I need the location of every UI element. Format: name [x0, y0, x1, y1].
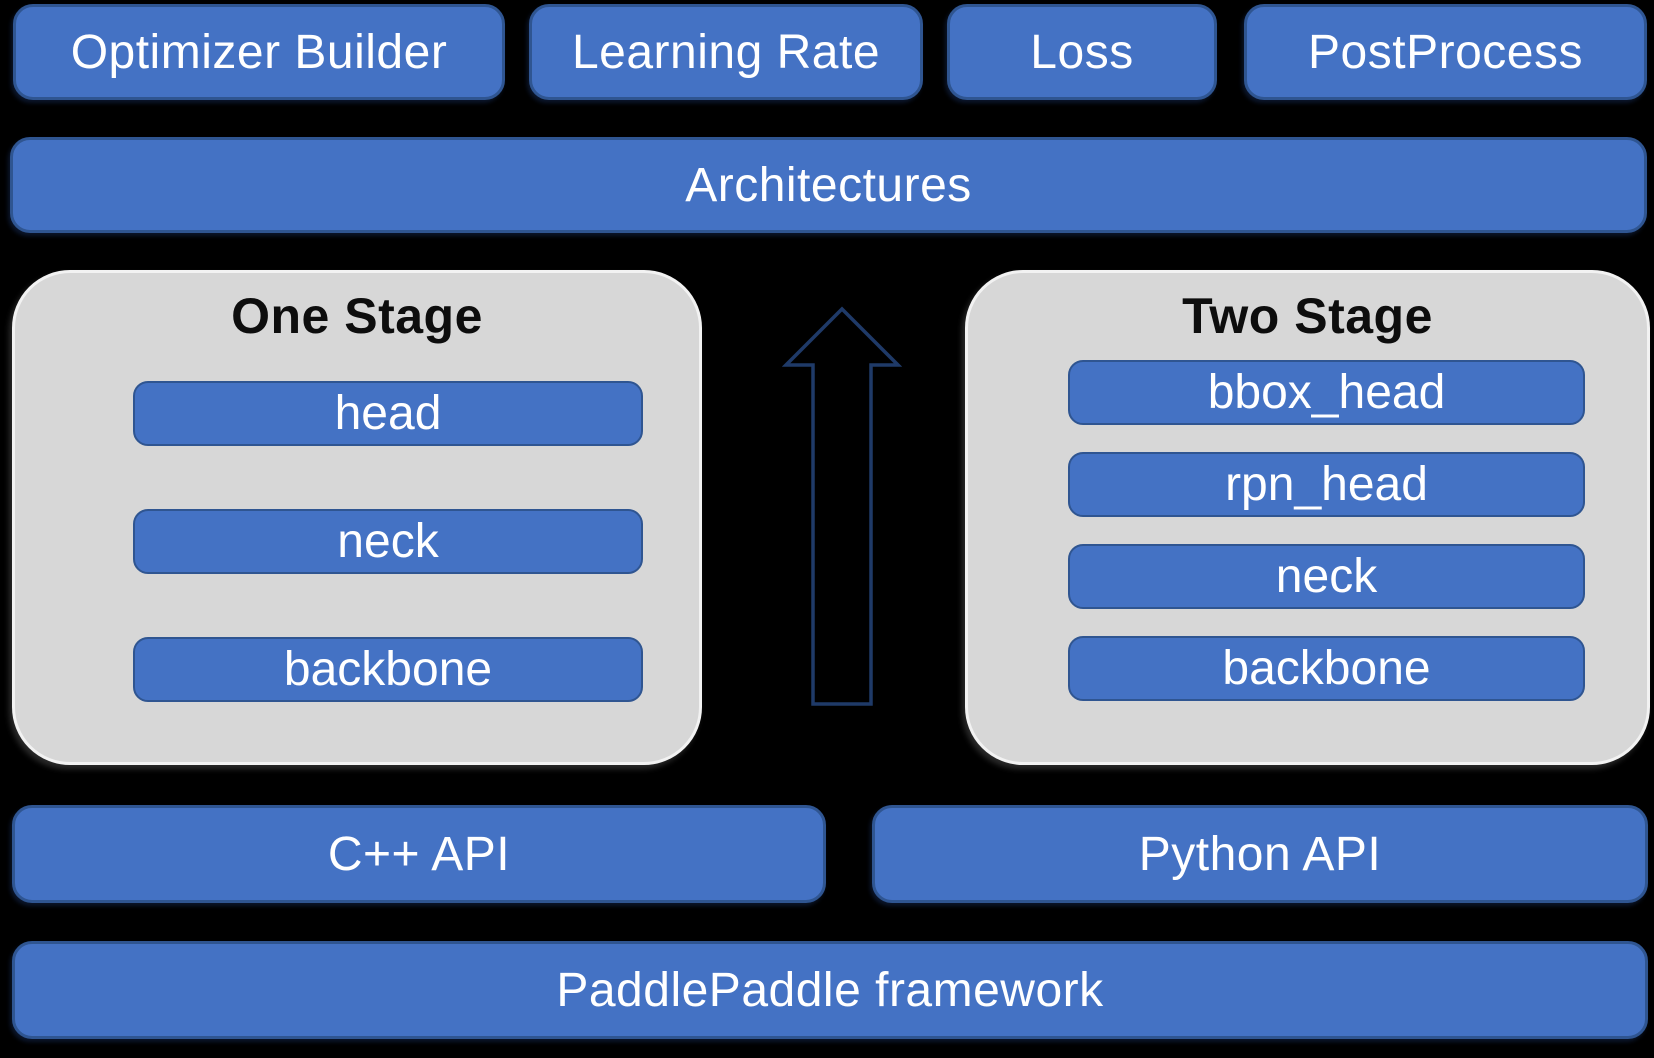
optimizer-builder-box: Optimizer Builder: [13, 4, 505, 100]
two-stage-bbox-head-bar: bbox_head: [1068, 360, 1585, 425]
python-api-bar: Python API: [872, 805, 1648, 903]
one-stage-neck-bar: neck: [133, 509, 643, 574]
one-stage-backbone-bar: backbone: [133, 637, 643, 702]
two-stage-panel: Two Stage bbox_head rpn_head neck backbo…: [965, 270, 1650, 765]
two-stage-rpn-head-bar: rpn_head: [1068, 452, 1585, 517]
architectures-bar: Architectures: [10, 137, 1647, 233]
one-stage-title: One Stage: [231, 288, 483, 344]
up-arrow-icon: [781, 305, 903, 708]
one-stage-panel: One Stage head neck backbone: [12, 270, 702, 765]
paddlepaddle-framework-bar: PaddlePaddle framework: [12, 941, 1648, 1039]
two-stage-backbone-bar: backbone: [1068, 636, 1585, 701]
one-stage-head-bar: head: [133, 381, 643, 446]
loss-box: Loss: [947, 4, 1217, 100]
cpp-api-bar: C++ API: [12, 805, 826, 903]
two-stage-neck-bar: neck: [1068, 544, 1585, 609]
two-stage-title: Two Stage: [1182, 288, 1433, 344]
postprocess-box: PostProcess: [1244, 4, 1647, 100]
learning-rate-box: Learning Rate: [529, 4, 923, 100]
